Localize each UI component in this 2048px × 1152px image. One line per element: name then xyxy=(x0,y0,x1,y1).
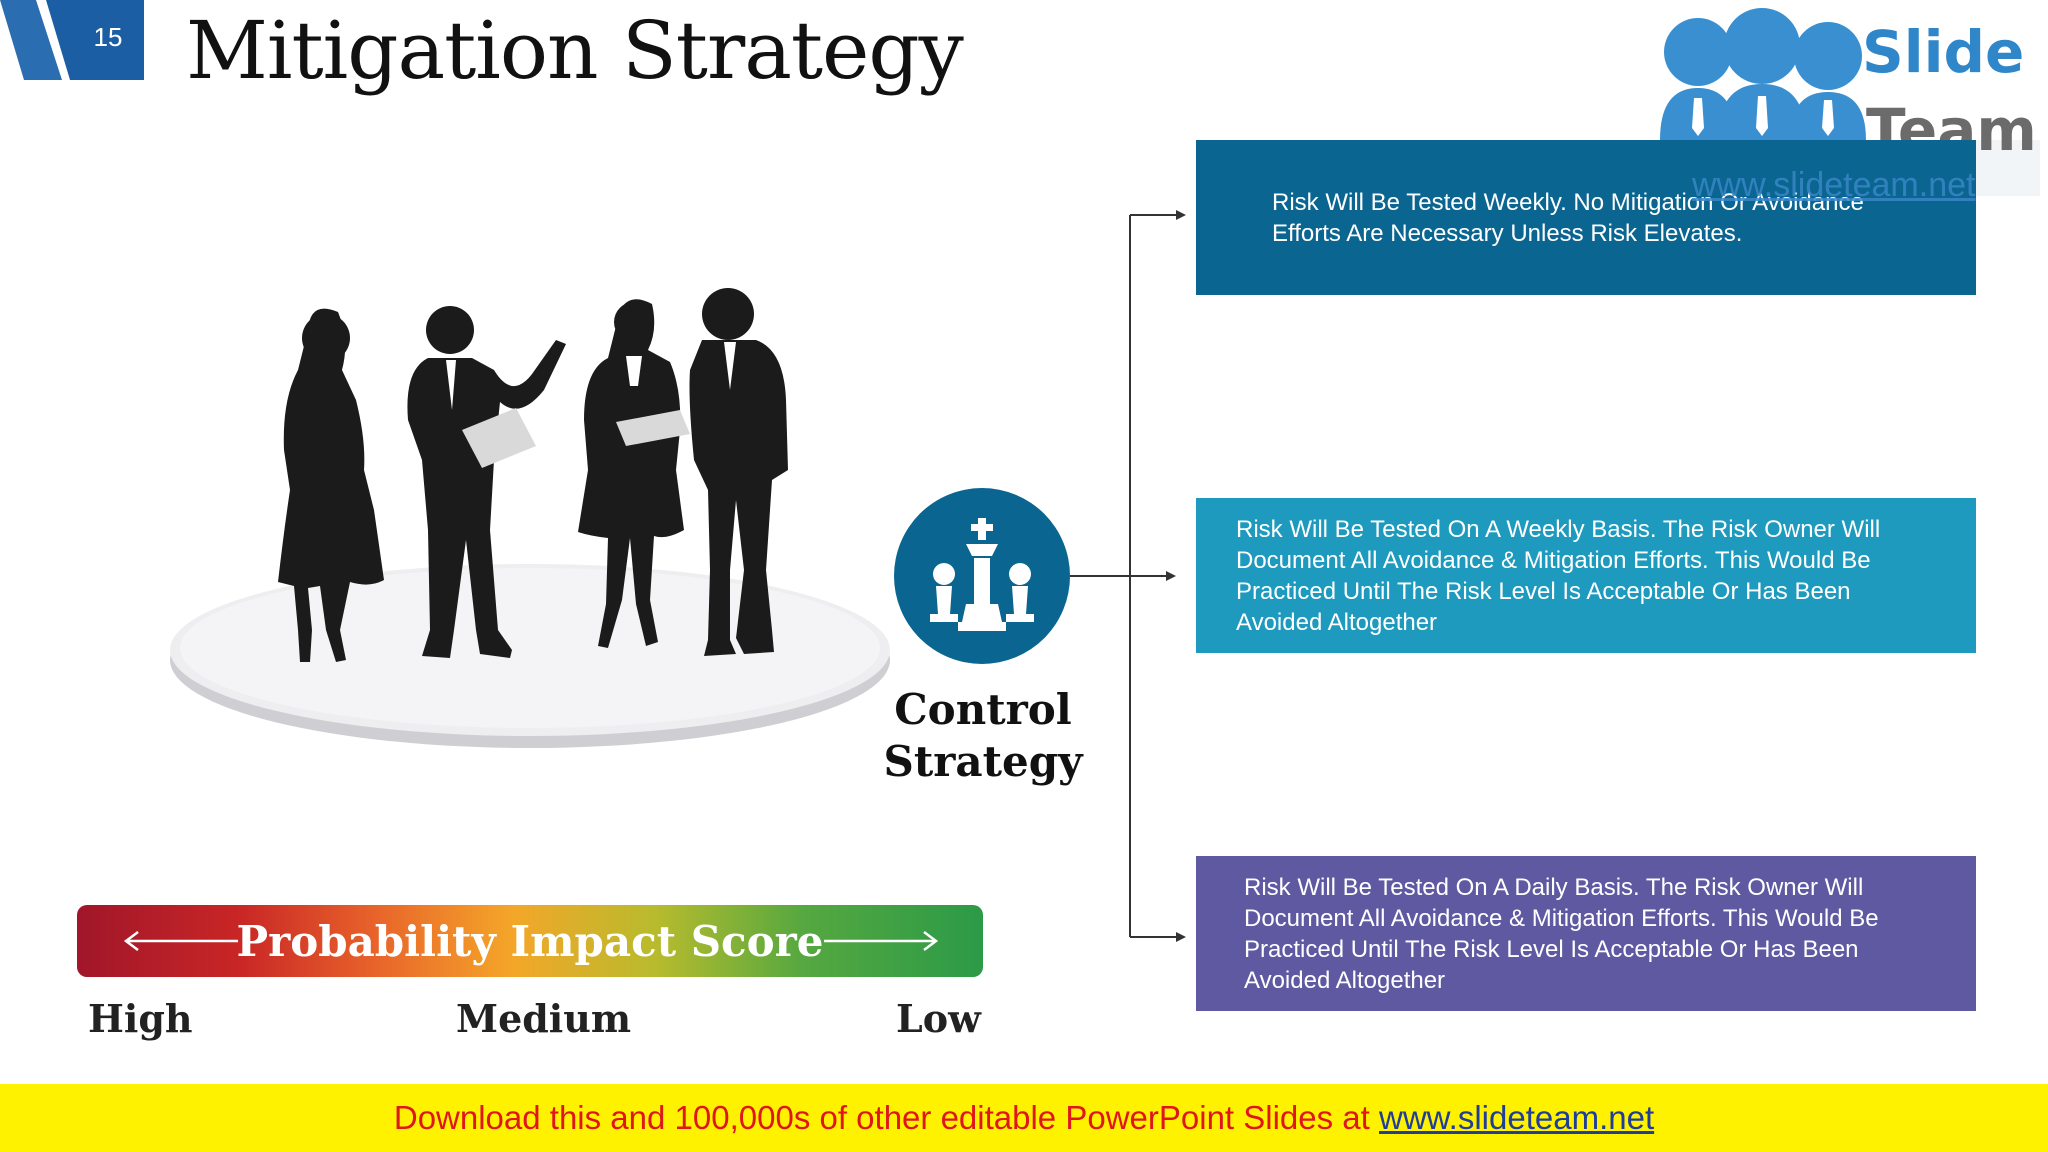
logo-url: www.slideteam.net xyxy=(1692,166,1976,204)
download-banner-message: Download this and 100,000s of other edit… xyxy=(393,1099,1379,1136)
strategy-box-3-text: Risk Will Be Tested On A Daily Basis. Th… xyxy=(1244,873,1879,994)
strategy-box-2: Risk Will Be Tested On A Weekly Basis. T… xyxy=(1196,498,1976,653)
logo-word-slide: Slide xyxy=(1862,18,2025,86)
strategy-box-1-text: Risk Will Be Tested Weekly. No Mitigatio… xyxy=(1272,188,1864,247)
business-people-illustration xyxy=(170,288,890,748)
page-title: Mitigation Strategy xyxy=(186,4,964,97)
scale-label-high: High xyxy=(88,996,193,1041)
strategy-box-1: Risk Will Be Tested Weekly. No Mitigatio… xyxy=(1196,140,1976,295)
probability-impact-score-bar: Probability Impact Score xyxy=(77,905,983,977)
control-label-line1: Control xyxy=(894,685,1072,734)
download-banner: Download this and 100,000s of other edit… xyxy=(0,1084,2048,1152)
strategy-box-3: Risk Will Be Tested On A Daily Basis. Th… xyxy=(1196,856,1976,1011)
control-strategy-label: Control Strategy xyxy=(868,684,1098,788)
connector-arrows xyxy=(1070,210,1186,942)
arrow-left-icon xyxy=(123,931,238,951)
control-label-line2: Strategy xyxy=(883,737,1083,786)
slideteam-link[interactable]: www.slideteam.net xyxy=(1379,1099,1655,1136)
slide-number: 15 xyxy=(93,22,123,52)
slide-number-tab xyxy=(0,0,144,80)
arrow-right-icon xyxy=(824,931,939,951)
scale-label-low: Low xyxy=(896,996,981,1041)
download-banner-text: Download this and 100,000s of other edit… xyxy=(394,1099,1654,1137)
strategy-box-2-text: Risk Will Be Tested On A Weekly Basis. T… xyxy=(1236,515,1881,636)
scale-label-medium: Medium xyxy=(456,996,632,1041)
score-bar-label: Probability Impact Score xyxy=(236,916,824,966)
chess-pieces-icon xyxy=(894,488,1070,664)
